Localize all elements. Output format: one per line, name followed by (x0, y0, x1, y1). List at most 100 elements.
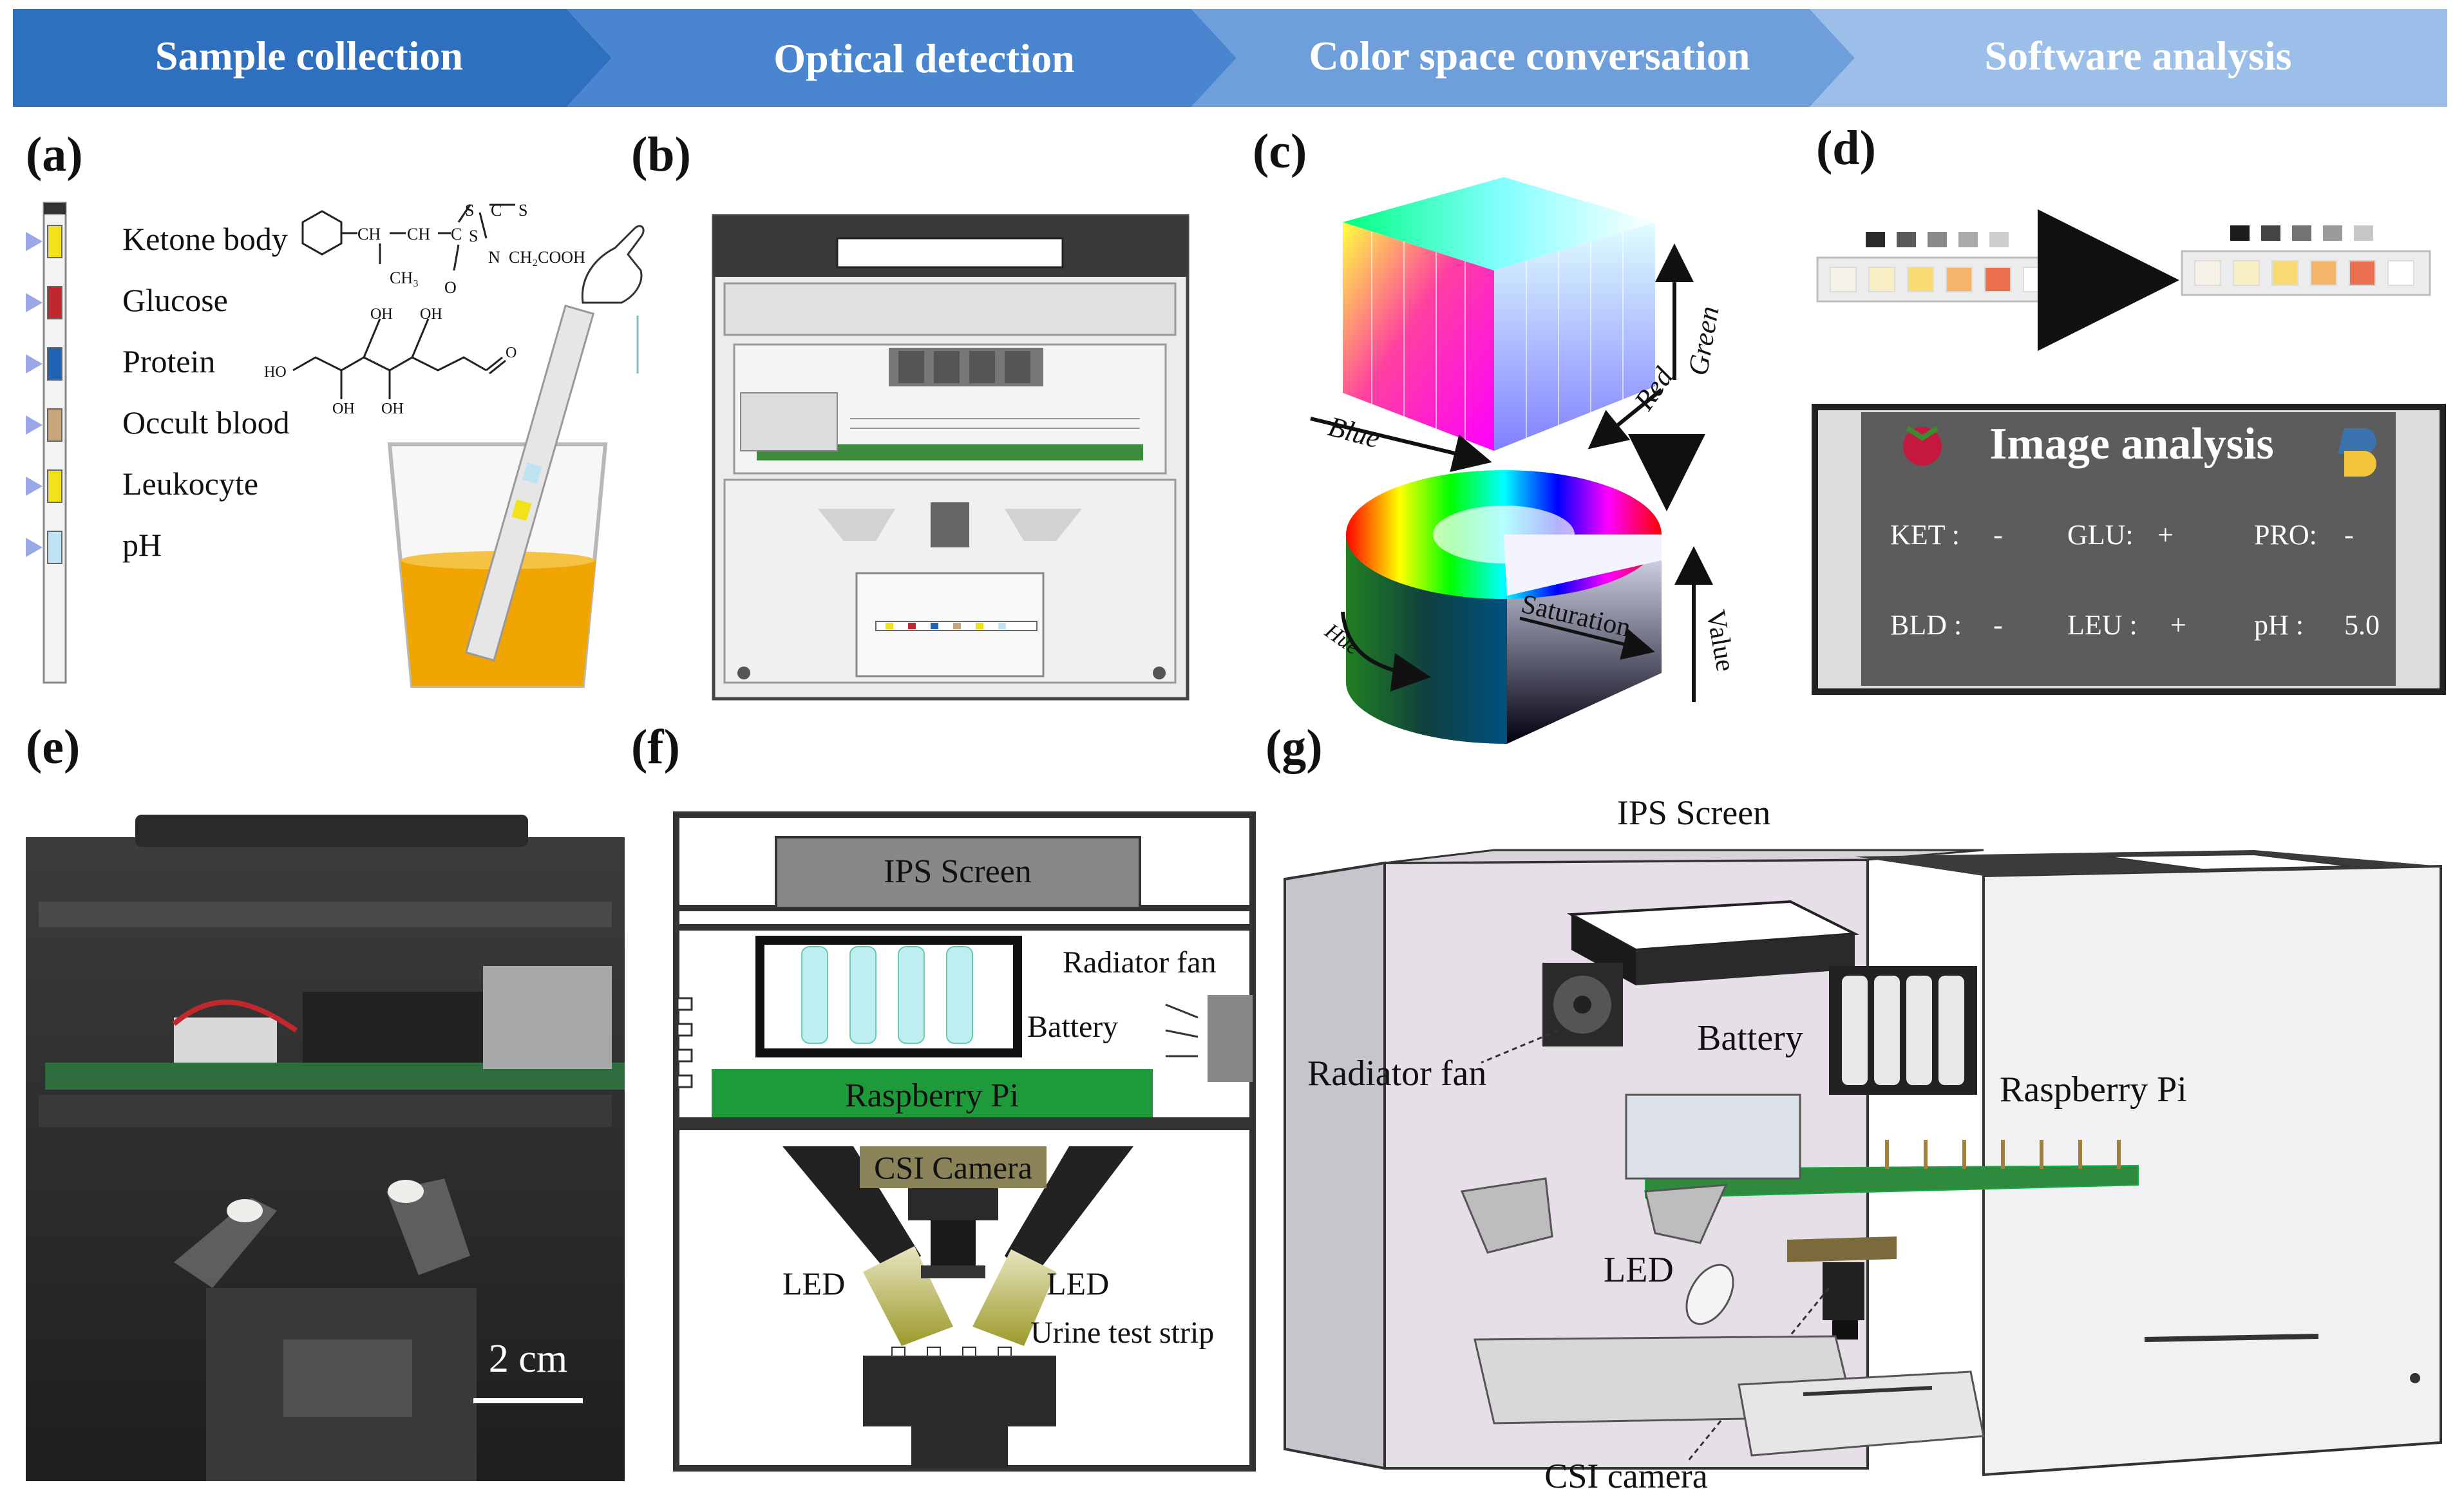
schematic-battery-box (755, 936, 1022, 1057)
panel-g-label: (g) (1265, 720, 1323, 774)
pad-6 (47, 531, 62, 564)
grey-swatch-5 (2354, 225, 2373, 241)
color-swatch-4 (2310, 260, 2337, 286)
step-1-label: Sample collection (155, 33, 463, 79)
glucose-structure (292, 318, 506, 399)
glu-oh-1: OH (370, 306, 393, 323)
device-led-left (818, 509, 895, 541)
result-value-4: - (1993, 609, 2003, 641)
g-pi-label: Raspberry Pi (2000, 1070, 2187, 1110)
pad-name-5: Leukocyte (122, 466, 258, 502)
pad-name-4: Occult blood (122, 404, 290, 440)
color-swatch-1 (1830, 267, 1857, 292)
pad-marker-4 (26, 415, 43, 435)
panel-f: IPS Screen Battery Radiator fan Raspberr… (673, 811, 1256, 1472)
result-value-6: 5.0 (2344, 609, 2380, 641)
color-swatch-3 (2271, 260, 2298, 286)
grey-swatch-3 (1928, 232, 1947, 247)
dipped-strip (464, 304, 595, 662)
grey-swatch-2 (1897, 232, 1916, 247)
device-camera (931, 502, 969, 547)
pad-marker-6 (26, 538, 43, 557)
schematic-beam-left (863, 1246, 953, 1346)
strip-pads (26, 225, 62, 564)
color-swatch-1 (2194, 260, 2221, 286)
pad-name-3: Protein (122, 343, 215, 379)
color-swatch-5 (2349, 260, 2376, 286)
grey-swatch-3 (2292, 225, 2311, 241)
schematic-led-right (1005, 1146, 1133, 1282)
rgb-cube-top (1343, 177, 1655, 270)
schematic-screen (775, 836, 1141, 909)
pad-marker-5 (26, 477, 43, 496)
glucose-labels: HO OH OH OH OH O (264, 306, 516, 417)
chem-s-3: S (469, 227, 478, 245)
color-swatch-5 (1984, 267, 2011, 292)
pad-5 (47, 469, 62, 503)
schematic-battery-label: Battery (1027, 1010, 1118, 1044)
schematic-led-left-label: LED (782, 1265, 845, 1302)
schematic-led-left (782, 1146, 921, 1282)
chem-s-2: S (518, 201, 527, 220)
chem-ch-2: CH (407, 225, 430, 243)
rgb-cube-side (1494, 222, 1655, 451)
axis-blue: Blue (1325, 410, 1383, 454)
beaker (387, 225, 645, 688)
glu-oh-3: OH (332, 401, 355, 417)
g-camera (1787, 1236, 1897, 1262)
panel-c-label: (c) (1253, 124, 1307, 178)
hand-icon (581, 225, 645, 304)
result-value-2: + (2157, 519, 2174, 551)
pad-name-1: Ketone body (122, 221, 288, 257)
schematic-screen-label: IPS Screen (884, 853, 1032, 890)
schematic-pi-label: Raspberry Pi (845, 1077, 1019, 1114)
chem-o: O (444, 278, 457, 297)
step-3-chevron (1191, 9, 1855, 107)
axis-value: Value (1700, 608, 1740, 674)
color-swatch-4 (1946, 267, 1973, 292)
glu-oh-2: OH (420, 306, 442, 323)
schematic-camera-label: CSI Camera (874, 1150, 1032, 1186)
schematic-camera (860, 1146, 1047, 1188)
strip-before (1816, 232, 2067, 303)
scale-bar-label: 2 cm (489, 1337, 567, 1381)
panel-f-label: (f) (631, 720, 680, 774)
panel-g: IPS Screen Radiator fan Battery Raspberr… (1284, 793, 2442, 1495)
header-steps: Sample collection Optical detection Colo… (13, 9, 2447, 107)
chem-ch2cooh: CH₂COOH (509, 248, 585, 267)
schematic-fan (1208, 995, 1253, 1082)
pad-3 (47, 347, 62, 381)
pad-marker-1 (26, 232, 43, 251)
pad-2 (47, 286, 62, 319)
panel-b (712, 214, 1189, 701)
panel-d-label: (d) (1816, 121, 1876, 175)
python-icon (2338, 428, 2376, 477)
chem-c-2: C (491, 201, 502, 220)
result-value-5: + (2170, 609, 2186, 641)
device-led-right (1005, 509, 1082, 541)
ketone-structure (301, 204, 515, 271)
pad-marker-3 (26, 354, 43, 374)
result-value-3: - (2344, 519, 2354, 551)
step-2-chevron (567, 9, 1237, 107)
grey-swatch-4 (2323, 225, 2342, 241)
chem-s-1: S (465, 201, 474, 220)
pad-name-2: Glucose (122, 282, 228, 318)
device-screen-window (836, 237, 1064, 269)
pad-marker-2 (26, 293, 43, 312)
color-swatch-6 (2387, 260, 2414, 286)
grey-swatch-2 (2261, 225, 2280, 241)
color-swatch-2 (1868, 267, 1895, 292)
grey-swatch-4 (1958, 232, 1978, 247)
chem-c: C (451, 225, 462, 243)
results-grid: KET :-GLU:+PRO:-BLD :-LEU :+pH :5.0 (1890, 519, 2380, 641)
schematic-beam-right (972, 1249, 1056, 1346)
screen-title: Image analysis (1989, 419, 2273, 469)
result-label-2: GLU: (2067, 519, 2134, 551)
g-led-label: LED (1604, 1250, 1674, 1290)
step-4-chevron (1810, 9, 2447, 107)
test-strip (43, 202, 67, 684)
step-2-label: Optical detection (773, 35, 1074, 81)
